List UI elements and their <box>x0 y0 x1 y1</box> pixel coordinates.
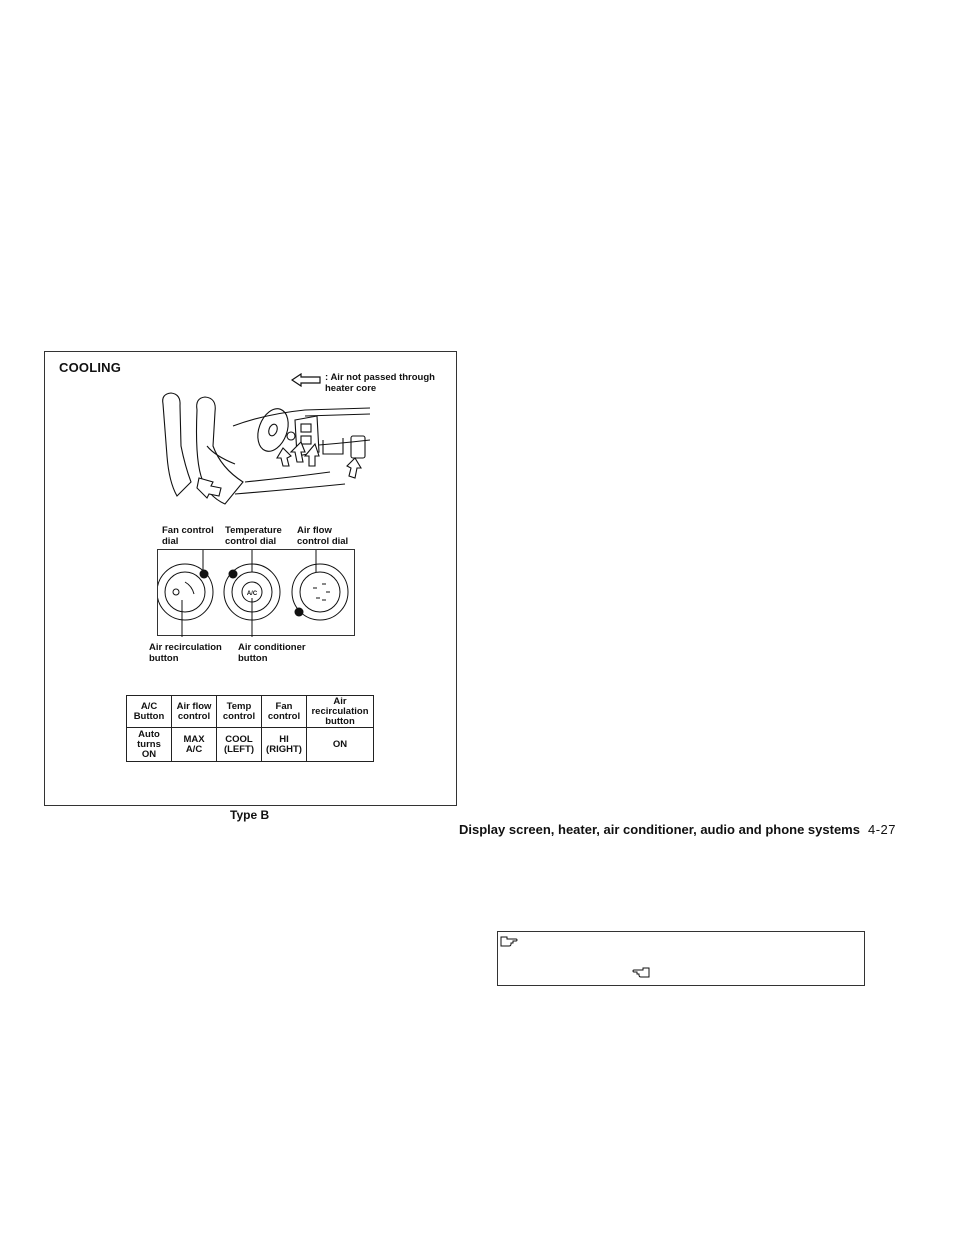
page-number: 4-27 <box>867 822 896 837</box>
cooling-settings-table: A/C Button Air flow control Temp control… <box>126 695 374 762</box>
figure-heading: COOLING <box>59 360 122 375</box>
airflow-arrow-icon <box>291 373 321 387</box>
table-header-cell: Temp control <box>216 695 262 728</box>
table-header-cell: Air recirculation button <box>306 695 374 728</box>
table-header-cell: Fan control <box>261 695 307 728</box>
fan-control-dial-label: Fan control dial <box>162 525 214 547</box>
legend-text: : Air not passed through heater core <box>325 372 435 394</box>
car-interior-illustration <box>162 392 370 505</box>
table-cell: ON <box>306 727 374 762</box>
page-footer: Display screen, heater, air conditioner,… <box>459 822 896 837</box>
air-conditioner-button-label: Air conditioner button <box>238 642 306 664</box>
figure-caption: Type B <box>230 808 270 822</box>
pointing-hand-icon <box>500 936 518 947</box>
control-panel: A/C <box>157 549 355 637</box>
section-title: Display screen, heater, air conditioner,… <box>459 822 860 837</box>
pointing-hand-icon <box>632 967 650 978</box>
ac-knob-label: A/C <box>247 591 258 597</box>
table-header-cell: Air flow control <box>171 695 217 728</box>
cooling-figure: COOLING : Air not passed through heater … <box>44 351 457 806</box>
table-cell: MAX A/C <box>171 727 217 762</box>
temperature-control-dial-label: Temperature control dial <box>225 525 282 547</box>
table-header-cell: A/C Button <box>126 695 172 728</box>
table-header-row: A/C Button Air flow control Temp control… <box>126 695 374 728</box>
table-cell: Auto turns ON <box>126 727 172 762</box>
air-flow-control-dial-label: Air flow control dial <box>297 525 349 547</box>
note-box <box>497 931 865 986</box>
control-panel-drawing: A/C <box>158 550 349 637</box>
table-cell: HI (RIGHT) <box>261 727 307 762</box>
table-row: Auto turns ON MAX A/C COOL (LEFT) HI (RI… <box>126 727 374 762</box>
air-recirculation-button-label: Air recirculation button <box>149 642 222 664</box>
table-cell: COOL (LEFT) <box>216 727 262 762</box>
